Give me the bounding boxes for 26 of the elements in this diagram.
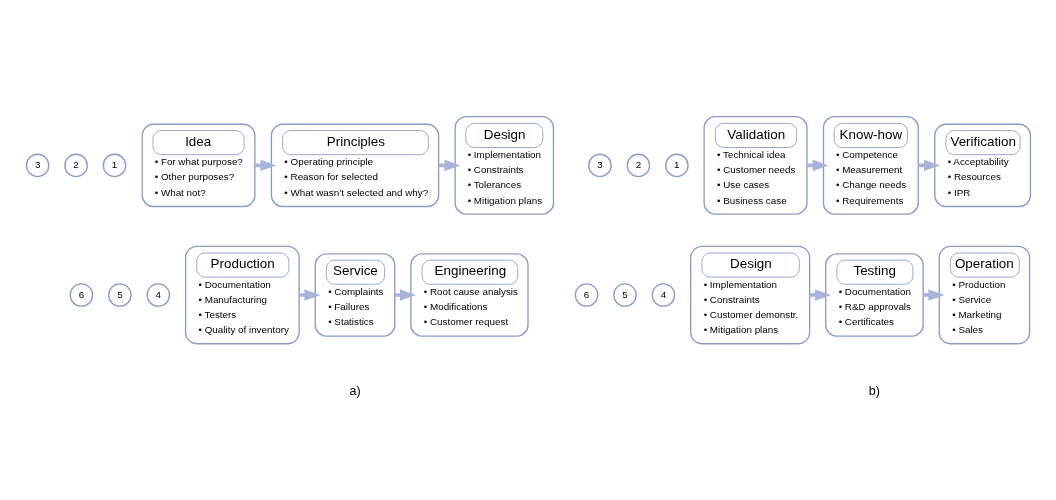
node-box: Idea • For what purpose? • Other purposes? • What not? [141, 123, 256, 207]
node-box: Design • Implementation • Constraints • Tolerances • Mitigation plans [454, 115, 555, 215]
node-box: Validation • Technical idea • Customer needs • Use cases • Business case [703, 115, 808, 215]
node-circle: 5 [613, 282, 637, 307]
node-circle: 6 [574, 282, 599, 307]
node-circle: 2 [64, 153, 88, 177]
node-circle: 6 [69, 282, 94, 307]
node-circle: 4 [651, 282, 676, 307]
node-circle: 2 [626, 153, 651, 177]
node-box: Service • Complaints • Failures • Statistics [314, 252, 396, 337]
node-box: Operation • Production • Service • Marketing • Sales [938, 245, 1031, 344]
node-circle: 4 [146, 282, 171, 307]
node-circle: 3 [25, 153, 50, 177]
node-circle: 3 [588, 153, 612, 177]
node-box: Testing • Documentation • R&D approvals • Certificates [825, 252, 924, 337]
node-circle: 1 [102, 153, 127, 177]
node-box: Principles • Operating principle • Reason for selected • What wasn’t selected and why? [270, 123, 440, 207]
label: b) [868, 383, 880, 398]
node-box: Engineering • Root cause analysis • Modifications • Customer request [410, 252, 529, 337]
node-circle: 5 [108, 282, 132, 307]
node-box: Verification • Acceptability • Resources • IPR [934, 123, 1032, 207]
node-box: Know-how • Competence • Measurement • Change needs • Requirements [822, 115, 919, 215]
label: a) [349, 383, 361, 398]
node-box: Design • Implementation • Constraints • Customer demonstr. • Mitigation plans [690, 245, 811, 344]
node-box: Production • Documentation • Manufacturing • Testers • Quality of inventory [184, 245, 300, 344]
node-circle: 1 [665, 153, 689, 177]
